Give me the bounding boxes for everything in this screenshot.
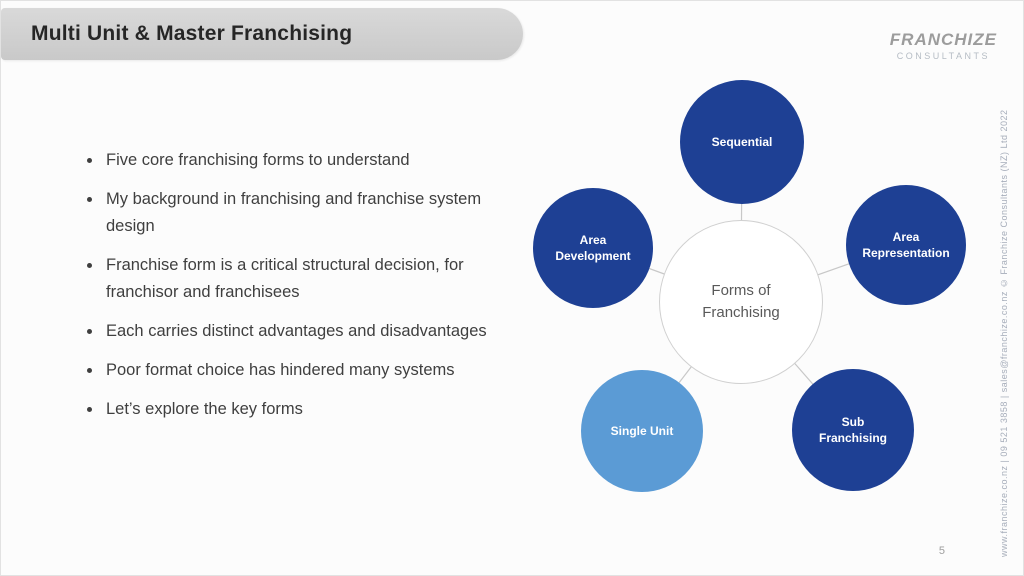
bullet-dot (87, 158, 92, 163)
bullet-dot (87, 368, 92, 373)
bullet-item: Poor format choice has hindered many sys… (87, 357, 487, 384)
node-label: Area Development (555, 232, 631, 263)
bullet-text: Let’s explore the key forms (106, 400, 303, 418)
node-label: Area Representation (862, 229, 950, 260)
node-label: Single Unit (610, 423, 674, 438)
bullet-dot (87, 263, 92, 268)
bullet-text: Each carries distinct advantages and dis… (106, 322, 487, 340)
logo: FRANCHIZE CONSULTANTS (890, 31, 997, 61)
page-title: Multi Unit & Master Franchising (31, 22, 353, 45)
bullet-text: Poor format choice has hindered many sys… (106, 361, 455, 379)
node-sub-franchising: Sub Franchising (792, 369, 914, 491)
node-area-representation: Area Representation (846, 185, 966, 305)
page-number: 5 (938, 545, 945, 557)
bullet-text: Franchise form is a critical structural … (106, 256, 464, 301)
bullet-dot (87, 329, 92, 334)
title-banner: Multi Unit & Master Franchising (1, 8, 523, 60)
bullet-text: Five core franchising forms to understan… (106, 151, 410, 169)
bullet-dot (87, 407, 92, 412)
bullet-item: Each carries distinct advantages and dis… (87, 318, 487, 345)
bullet-item: Let’s explore the key forms (87, 396, 487, 423)
bullet-item: My background in franchising and franchi… (87, 186, 487, 240)
sidebar-credit-text: www.franchize.co.nz | 09 521 3858 | sale… (999, 109, 1009, 557)
logo-primary-text: FRANCHIZE (889, 30, 997, 49)
hub-label: Forms of Franchising (702, 282, 780, 321)
bullet-list: Five core franchising forms to understan… (87, 147, 487, 435)
node-label: Sub Franchising (818, 414, 887, 445)
node-sequential: Sequential (680, 80, 804, 204)
hub-circle: Forms of Franchising (659, 220, 823, 384)
bullet-text: My background in franchising and franchi… (106, 190, 482, 235)
node-label: Sequential (711, 134, 773, 149)
node-area-development: Area Development (533, 188, 653, 308)
node-single-unit: Single Unit (581, 370, 703, 492)
bullet-item: Franchise form is a critical structural … (87, 252, 487, 306)
logo-secondary-text: CONSULTANTS (896, 51, 990, 61)
bullet-dot (87, 197, 92, 202)
bullet-item: Five core franchising forms to understan… (87, 147, 487, 174)
